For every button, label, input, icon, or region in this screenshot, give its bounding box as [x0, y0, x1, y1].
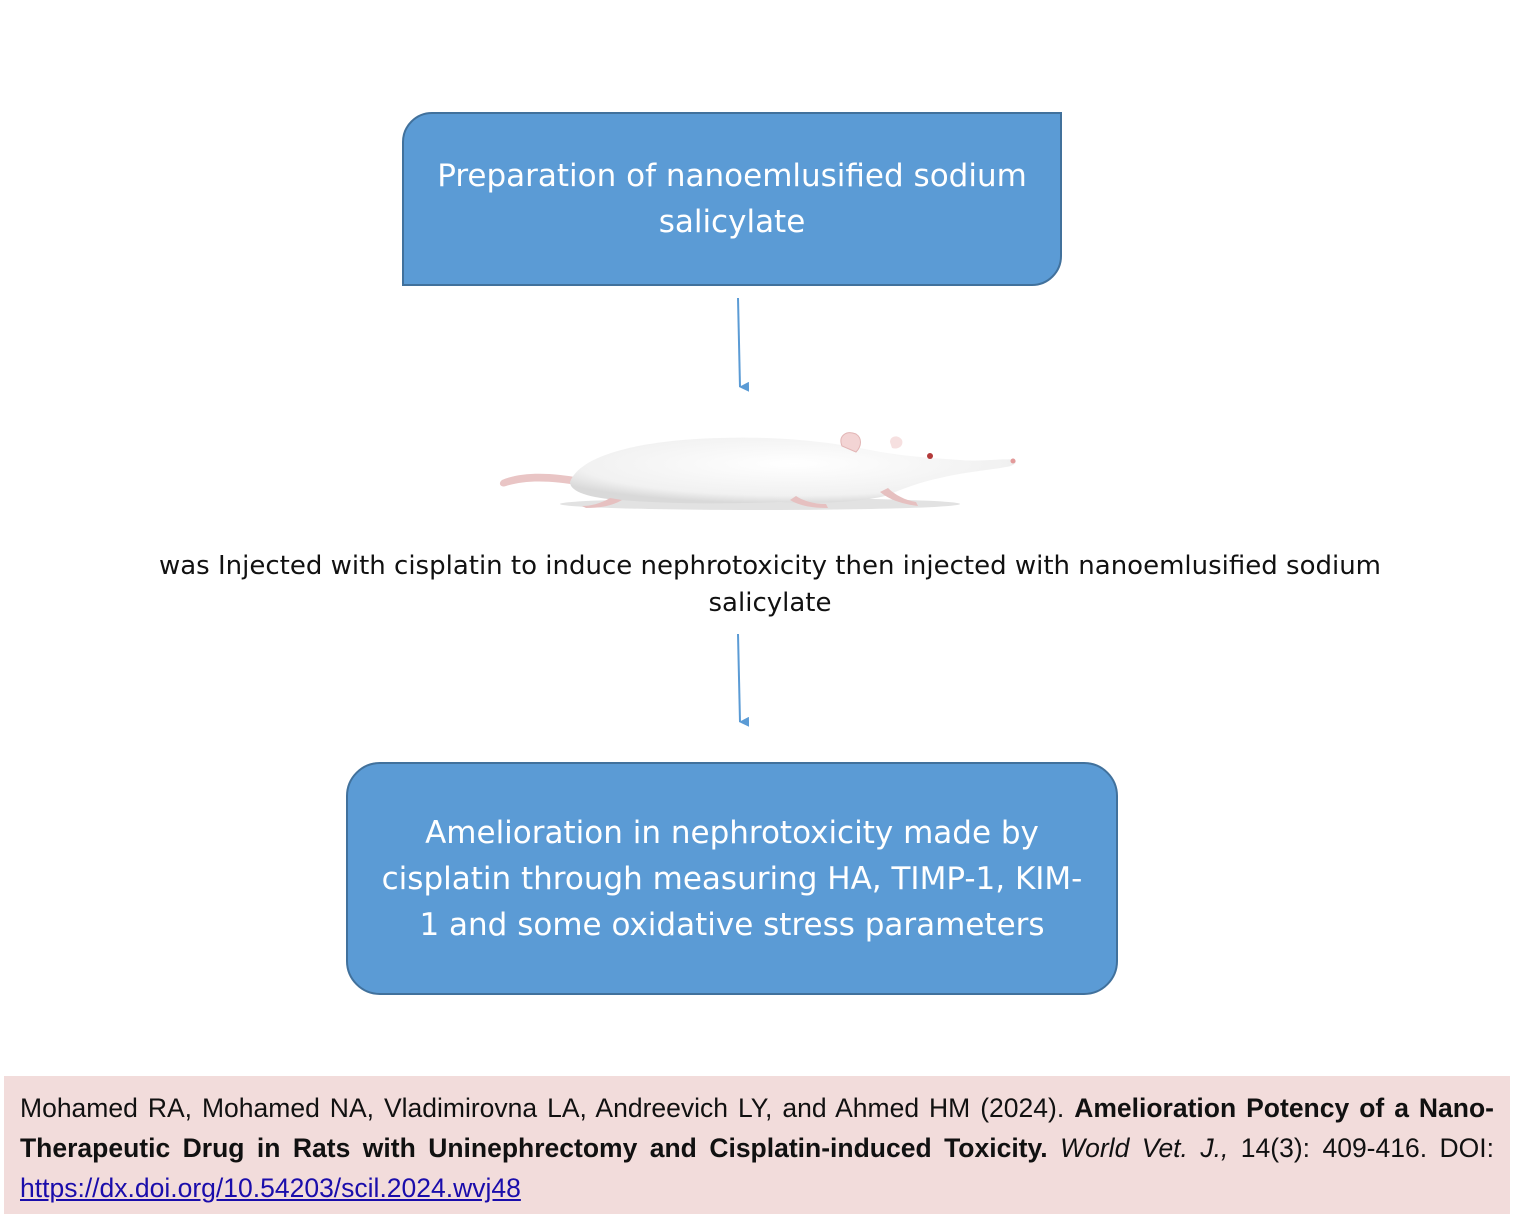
outcome-step-text: Amelioration in nephrotoxicity made by c…: [381, 814, 1083, 943]
citation-authors: Mohamed RA, Mohamed NA, Vladimirovna LA,…: [20, 1093, 1065, 1123]
white-rat-image: [499, 432, 1016, 510]
citation-journal: World Vet. J.,: [1060, 1133, 1229, 1163]
citation-title: Amelioration Potency of a Nano-Therapeut…: [20, 1093, 1494, 1163]
preparation-step-text: Preparation of nanoemlusified sodium sal…: [437, 158, 1027, 240]
injection-step-text: was Injected with cisplatin to induce ne…: [158, 551, 1382, 618]
citation-volume: 14(3): 409-416. DOI:: [1240, 1133, 1495, 1163]
doi-link[interactable]: https://dx.doi.org/10.54203/scil.2024.wv…: [20, 1173, 521, 1203]
arrow-down-2: [737, 633, 750, 727]
preparation-step-box: Preparation of nanoemlusified sodium sal…: [402, 112, 1062, 286]
citation-box: Mohamed RA, Mohamed NA, Vladimirovna LA,…: [4, 1076, 1510, 1214]
outcome-step-box: Amelioration in nephrotoxicity made by c…: [346, 762, 1118, 995]
arrow-down-1: [737, 297, 750, 392]
